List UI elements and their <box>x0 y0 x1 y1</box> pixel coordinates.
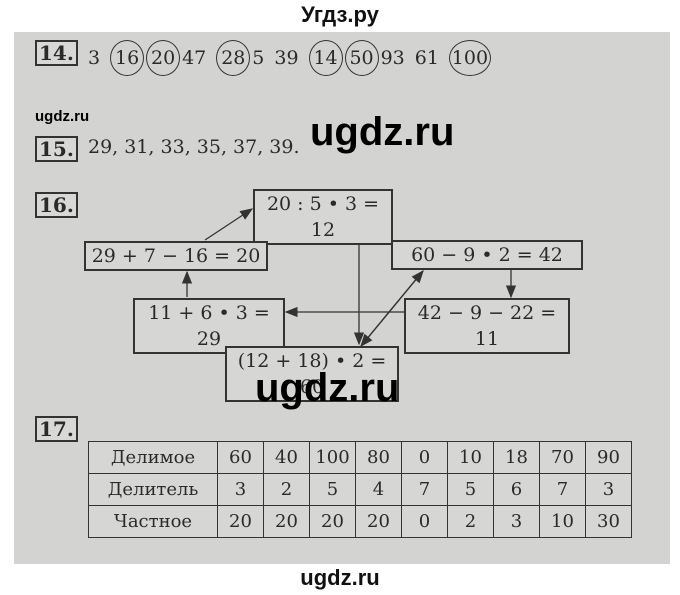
row-header: Делитель <box>88 473 218 506</box>
table-cell: 0 <box>401 441 448 474</box>
number: 5 <box>252 47 265 69</box>
row-header: Делимое <box>88 441 218 474</box>
table-cell: 80 <box>355 441 402 474</box>
table-cell: 40 <box>263 441 310 474</box>
table-cell: 20 <box>309 505 356 538</box>
table-cell: 3 <box>585 473 632 506</box>
table-cell: 20 <box>217 505 264 538</box>
table-cell: 20 <box>355 505 402 538</box>
table-cell: 4 <box>355 473 402 506</box>
table-cell: 3 <box>217 473 264 506</box>
number: 3 <box>88 47 101 69</box>
table-cell: 90 <box>585 441 632 474</box>
table-cell: 5 <box>447 473 494 506</box>
row-header: Частное <box>88 505 218 538</box>
circled-number: 20 <box>146 40 181 76</box>
table-cell: 10 <box>539 505 586 538</box>
number: 61 <box>414 47 439 69</box>
table-cell: 60 <box>217 441 264 474</box>
table-cell: 5 <box>309 473 356 506</box>
table-cell: 0 <box>401 505 448 538</box>
number: 93 <box>380 47 405 69</box>
table-cell: 2 <box>263 473 310 506</box>
table-cell: 6 <box>493 473 540 506</box>
task-15-number: 15. <box>35 136 78 162</box>
task-16-number: 16. <box>35 192 78 218</box>
circled-number: 100 <box>448 40 491 76</box>
number: 39 <box>274 47 299 69</box>
expression-box: 60 − 9 • 2 = 42 <box>391 240 583 270</box>
expression-box: 42 − 9 − 22 = 11 <box>404 298 570 354</box>
task-17-number: 17. <box>35 416 78 442</box>
arrow <box>360 270 424 348</box>
table-cell: 20 <box>263 505 310 538</box>
expression-box: 11 + 6 • 3 = 29 <box>133 298 285 354</box>
circled-number: 16 <box>110 40 145 76</box>
site-header: Угдз.ру <box>301 2 379 27</box>
expression-box: (12 + 18) • 2 = 60 <box>225 346 399 402</box>
table-cell: 18 <box>493 441 540 474</box>
watermark: ugdz.ru <box>255 366 400 410</box>
table-cell: 10 <box>447 441 494 474</box>
arrow <box>204 208 254 241</box>
table-cell: 3 <box>493 505 540 538</box>
watermark: ugdz.ru <box>35 108 90 125</box>
table-cell: 7 <box>401 473 448 506</box>
task-15-answer: 29, 31, 33, 35, 37, 39. <box>88 136 300 158</box>
watermark: ugdz.ru <box>310 110 455 154</box>
table-cell: 2 <box>447 505 494 538</box>
circled-number: 50 <box>344 40 379 76</box>
table-cell: 30 <box>585 505 632 538</box>
task-14-number: 14. <box>35 40 78 66</box>
expression-box: 20 : 5 • 3 = 12 <box>253 189 393 245</box>
expression-box: 29 + 7 − 16 = 20 <box>84 241 268 271</box>
table-cell: 100 <box>309 441 356 474</box>
site-footer: ugdz.ru <box>300 565 380 590</box>
circled-number: 28 <box>216 40 251 76</box>
table-cell: 70 <box>539 441 586 474</box>
circled-number: 14 <box>308 40 343 76</box>
table-cell: 7 <box>539 473 586 506</box>
number: 47 <box>182 47 207 69</box>
